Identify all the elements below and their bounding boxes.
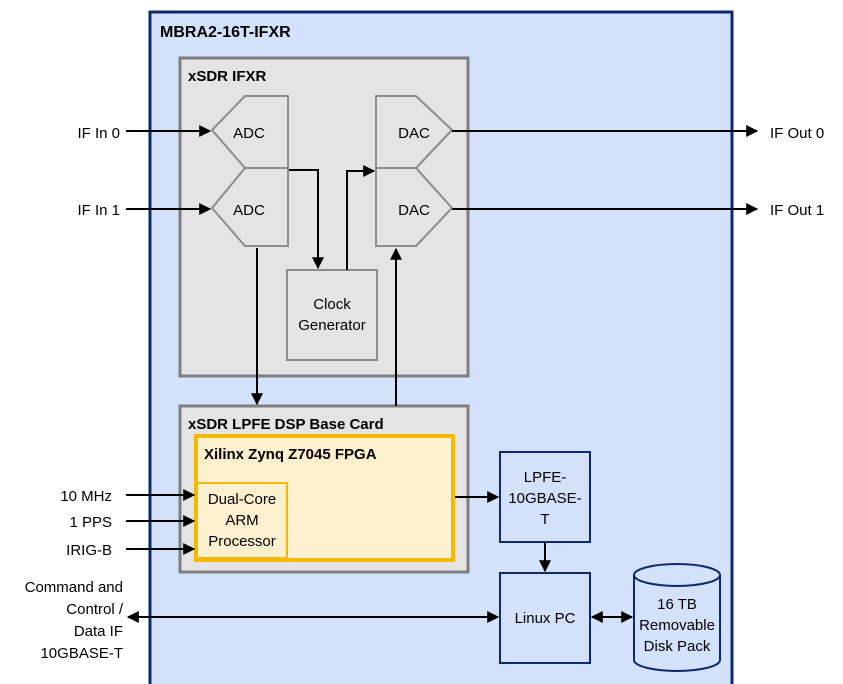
disk-pack-top [633,563,721,587]
dac-0-block [375,95,454,169]
if-in-1-label: IF In 1 [77,202,120,219]
ref-10mhz-label: 10 MHz [60,488,112,505]
arm-label-line3: Processor [208,533,276,550]
irig-b-label: IRIG-B [66,542,112,559]
dac-1-label: DAC [398,202,430,219]
base-card-title: xSDR LPFE DSP Base Card [188,416,384,433]
arm-label-line1: Dual-Core [208,491,276,508]
linux-pc-block [499,572,591,664]
arm-processor-block [196,482,288,559]
clock-to-dac-arrow [346,165,376,270]
command-label-line1: Command and [25,579,123,596]
lpfe-10gbase-t-block [499,451,591,543]
adc-0-block [210,95,289,169]
adc-to-clock-arrow [289,169,324,270]
disk-label-line1: 16 TB [657,596,697,613]
lpfe-label-line3: T [540,511,549,528]
adc-1-label: ADC [233,202,265,219]
if-in-0-label: IF In 0 [77,125,120,142]
disk-label-line3: Disk Pack [644,638,711,655]
clock-generator-block [286,269,378,361]
adc-1-block [210,167,289,247]
if-out-0-label: IF Out 0 [770,125,824,142]
arm-label-line2: ARM [225,512,258,529]
pps-label: 1 PPS [69,514,112,531]
fpga-title: Xilinx Zynq Z7045 FPGA [204,446,377,463]
if-out-1-label: IF Out 1 [770,202,824,219]
command-label-line4: 10GBASE-T [40,645,123,662]
linux-pc-label: Linux PC [515,610,576,627]
clock-label-line2: Generator [298,317,366,334]
disk-pack-body [633,575,721,672]
lpfe-label-line2: 10GBASE- [508,490,581,507]
command-label-line2: Control / [66,601,124,618]
clock-label-line1: Clock [313,296,351,313]
adc-0-label: ADC [233,125,265,142]
dac-1-block [375,167,454,247]
ifxr-title: xSDR IFXR [188,68,267,85]
system-title: MBRA2-16T-IFXR [160,24,291,41]
disk-label-line2: Removable [639,617,715,634]
command-label-line3: Data IF [74,623,123,640]
dac-0-label: DAC [398,125,430,142]
lpfe-label-line1: LPFE- [524,469,567,486]
